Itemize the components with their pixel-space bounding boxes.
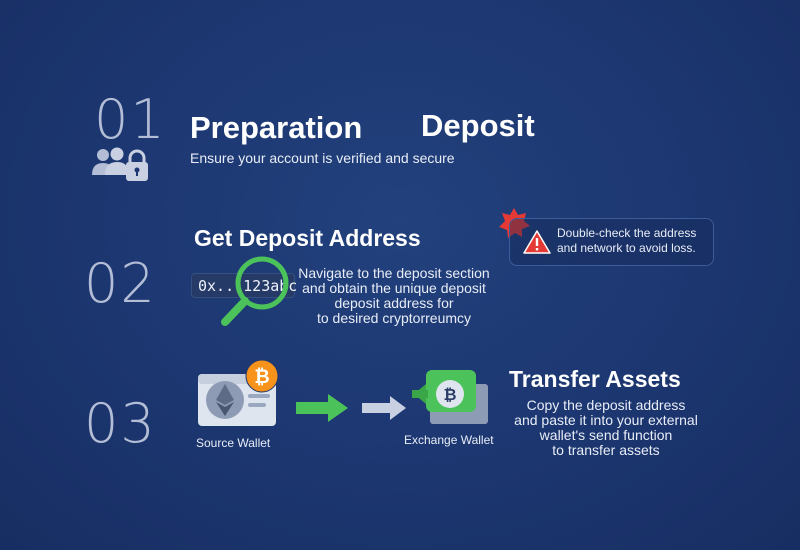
step2-desc-line-1: Navigate to the deposit section — [298, 265, 490, 281]
step2-description: Navigate to the deposit section and obta… — [296, 266, 492, 326]
step2-desc-line-2: and obtain the unique deposit — [302, 280, 486, 296]
step1-title-left: Preparation — [190, 110, 363, 145]
warning-line-2: and network to avoid loss. — [557, 241, 696, 255]
step2-title: Get Deposit Address — [194, 225, 421, 251]
step3-description: Copy the deposit address and paste it in… — [496, 398, 716, 458]
step2-desc-line-4: to desired cryptorreumcy — [316, 310, 472, 326]
warning-triangle-icon — [523, 229, 551, 255]
exchange-wallet-label: Exchange Wallet — [404, 433, 494, 447]
step-number-02: 02 — [84, 252, 157, 315]
magnifier-icon — [218, 246, 292, 330]
step-number-03: 03 — [84, 392, 157, 455]
step1-description: Ensure your account is verified and secu… — [190, 150, 455, 166]
step-number-01: 01 — [94, 88, 167, 151]
source-wallet-label: Source Wallet — [196, 436, 271, 450]
step3-desc-line-2: and paste it into your external — [514, 412, 698, 428]
step3-desc-line-3: wallet's send function — [539, 427, 673, 443]
step3-title: Transfer Assets — [509, 366, 681, 392]
ethereum-card-icon: ₿ — [196, 356, 282, 430]
step2-desc-line-3: deposit address for — [334, 295, 454, 311]
arrow-right-icon — [362, 394, 408, 422]
arrow-right-icon — [296, 392, 350, 424]
exchange-wallet-icon: ₿ — [410, 364, 490, 428]
step3-desc-line-4: to transfer assets — [552, 442, 660, 458]
svg-text:₿: ₿ — [443, 385, 456, 404]
svg-text:₿: ₿ — [254, 366, 269, 388]
users-lock-icon — [90, 145, 156, 185]
step1-title-right: Deposit — [421, 108, 535, 143]
step3-desc-line-1: Copy the deposit address — [526, 397, 686, 413]
warning-line-1: Double-check the address — [557, 226, 697, 240]
warning-text: Double-check the address and network to … — [557, 226, 707, 256]
